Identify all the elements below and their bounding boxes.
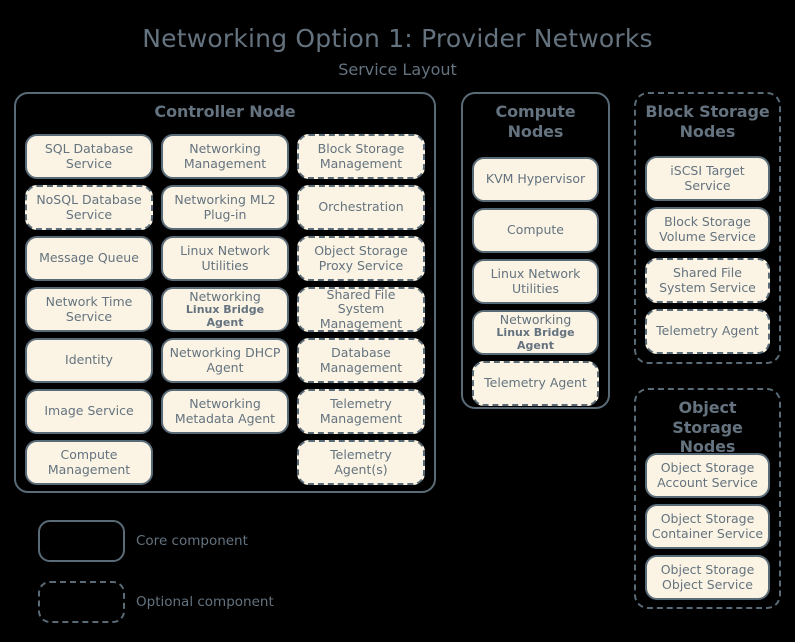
- service-label: Telemetry Agent: [484, 375, 587, 391]
- service-box-controller-database-management[interactable]: Database Management: [297, 338, 425, 383]
- service-label: Network Time Service: [45, 294, 133, 324]
- node-object-storage: Object Storage Nodes: [634, 388, 781, 609]
- service-label: Networking ML2 Plug-in: [174, 192, 276, 222]
- service-label: Message Queue: [39, 250, 139, 266]
- node-block-storage: Block Storage Nodes: [634, 92, 781, 364]
- service-label: Networking Metadata Agent: [174, 396, 276, 426]
- service-box-compute-telemetry-agent[interactable]: Telemetry Agent: [472, 361, 599, 406]
- legend-label-optional: Optional component: [136, 594, 274, 610]
- service-label: Object Storage Container Service: [651, 511, 764, 541]
- service-box-controller-compute-management[interactable]: Compute Management: [25, 440, 153, 485]
- service-box-block-storage-telemetry-agent[interactable]: Telemetry Agent: [645, 309, 770, 354]
- node-controller: Controller Node: [14, 92, 436, 493]
- service-box-compute-kvm-hypervisor[interactable]: KVM Hypervisor: [472, 157, 599, 202]
- service-box-object-storage-object-storage-container-service[interactable]: Object Storage Container Service: [645, 504, 770, 549]
- service-box-block-storage-shared-file-system-service[interactable]: Shared File System Service: [645, 258, 770, 303]
- service-label: Telemetry Agent: [656, 323, 759, 339]
- service-box-object-storage-object-storage-object-service[interactable]: Object Storage Object Service: [645, 555, 770, 600]
- service-label: Linux Network Utilities: [490, 266, 581, 296]
- service-label: Linux Network Utilities: [180, 243, 270, 273]
- service-box-controller-sql-database-service[interactable]: SQL Database Service: [25, 134, 153, 179]
- node-controller-title: Controller Node: [154, 102, 296, 121]
- page-title: Networking Option 1: Provider Networks: [142, 24, 653, 53]
- service-box-block-storage-block-storage-volume-service[interactable]: Block Storage Volume Service: [645, 207, 770, 252]
- service-box-compute-compute[interactable]: Compute: [472, 208, 599, 253]
- service-box-object-storage-object-storage-account-service[interactable]: Object Storage Account Service: [645, 453, 770, 498]
- service-label: Database Management: [319, 345, 403, 375]
- service-box-controller-telemetry-agent-s[interactable]: Telemetry Agent(s): [297, 440, 425, 485]
- service-box-controller-nosql-database-service[interactable]: NoSQL Database Service: [25, 185, 153, 230]
- service-box-compute-linux-network-utilities[interactable]: Linux Network Utilities: [472, 259, 599, 304]
- service-label: Object Storage Object Service: [660, 562, 755, 592]
- service-label: Networking Management: [183, 141, 267, 171]
- service-label: NoSQL Database Service: [36, 192, 142, 222]
- service-label: iSCSI Target Service: [670, 163, 745, 193]
- legend-label-core: Core component: [136, 533, 248, 549]
- legend-swatch-core: [38, 520, 125, 562]
- service-label: Networking: [189, 288, 261, 304]
- service-sublabel: Linux Bridge Agent: [185, 303, 265, 329]
- page-subtitle: Service Layout: [338, 60, 457, 79]
- service-label: Shared File System Management: [319, 286, 403, 331]
- node-block-storage-title: Block Storage Nodes: [645, 102, 770, 141]
- service-box-controller-networking-metadata-agent[interactable]: Networking Metadata Agent: [161, 389, 289, 434]
- service-label: Block Storage Management: [317, 141, 405, 171]
- node-compute-title: Compute Nodes: [495, 102, 576, 141]
- service-box-controller-shared-file-system-management[interactable]: Shared File System Management: [297, 287, 425, 332]
- service-label: Orchestration: [318, 199, 404, 215]
- legend-swatch-optional: [38, 581, 125, 623]
- node-object-storage-title: Object Storage Nodes: [672, 398, 743, 457]
- service-box-controller-message-queue[interactable]: Message Queue: [25, 236, 153, 281]
- service-box-controller-identity[interactable]: Identity: [25, 338, 153, 383]
- service-label: Telemetry Agent(s): [330, 447, 392, 477]
- service-label: Compute: [506, 222, 564, 238]
- service-box-controller-telemetry-management[interactable]: Telemetry Management: [297, 389, 425, 434]
- service-label: Image Service: [44, 403, 134, 419]
- service-label: SQL Database Service: [44, 141, 134, 171]
- service-box-controller-block-storage-management[interactable]: Block Storage Management: [297, 134, 425, 179]
- service-box-controller-networking-management[interactable]: Networking Management: [161, 134, 289, 179]
- service-box-controller-image-service[interactable]: Image Service: [25, 389, 153, 434]
- service-label: Networking DHCP Agent: [169, 345, 281, 375]
- service-box-controller-object-storage-proxy-service[interactable]: Object Storage Proxy Service: [297, 236, 425, 281]
- service-label: KVM Hypervisor: [485, 171, 586, 187]
- service-label: Object Storage Account Service: [657, 460, 758, 490]
- service-box-block-storage-iscsi-target-service[interactable]: iSCSI Target Service: [645, 156, 770, 201]
- service-label: Telemetry Management: [319, 396, 403, 426]
- service-box-controller-linux-network-utilities[interactable]: Linux Network Utilities: [161, 236, 289, 281]
- node-compute: Compute Nodes: [461, 92, 610, 409]
- service-label: Object Storage Proxy Service: [314, 243, 408, 273]
- service-sublabel: Linux Bridge Agent: [496, 326, 575, 352]
- service-box-controller-network-time-service[interactable]: Network Time Service: [25, 287, 153, 332]
- service-label: Networking: [499, 311, 572, 327]
- service-label: Shared File System Service: [659, 265, 756, 295]
- service-label: Block Storage Volume Service: [659, 214, 756, 244]
- service-box-controller-networking-dhcp-agent[interactable]: Networking DHCP Agent: [161, 338, 289, 383]
- service-label: Compute Management: [47, 447, 131, 477]
- service-box-controller-orchestration[interactable]: Orchestration: [297, 185, 425, 230]
- service-box-controller-networking-ml2-plug-in[interactable]: Networking ML2 Plug-in: [161, 185, 289, 230]
- service-label: Identity: [65, 352, 113, 368]
